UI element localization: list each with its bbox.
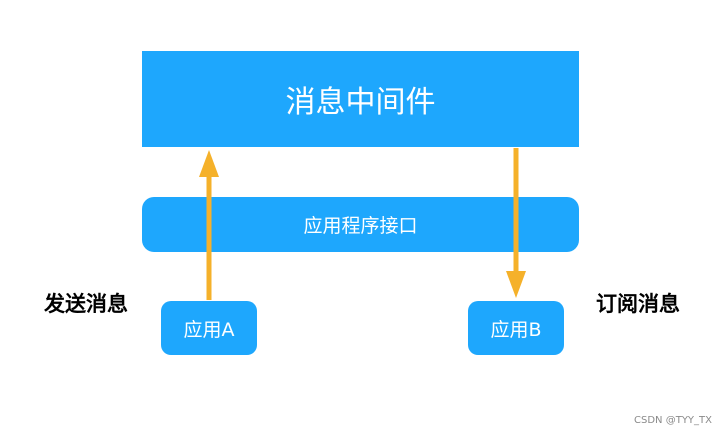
middleware-box: 消息中间件 xyxy=(142,51,579,147)
subscribe-arrow-head xyxy=(506,271,526,298)
app-b-box: 应用B xyxy=(468,301,564,355)
send-arrow xyxy=(199,150,219,300)
api-box: 应用程序接口 xyxy=(142,197,579,252)
subscribe-arrow xyxy=(506,148,526,298)
app-a-box: 应用A xyxy=(161,301,257,355)
app-a-label: 应用A xyxy=(183,318,235,341)
middleware-label: 消息中间件 xyxy=(285,85,436,120)
api-label: 应用程序接口 xyxy=(303,215,418,237)
send-arrow-head xyxy=(199,150,219,177)
watermark: CSDN @TYY_TX xyxy=(634,415,712,426)
subscribe-message-label: 订阅消息 xyxy=(596,292,680,316)
app-b-label: 应用B xyxy=(490,318,542,341)
send-message-label: 发送消息 xyxy=(44,292,128,316)
